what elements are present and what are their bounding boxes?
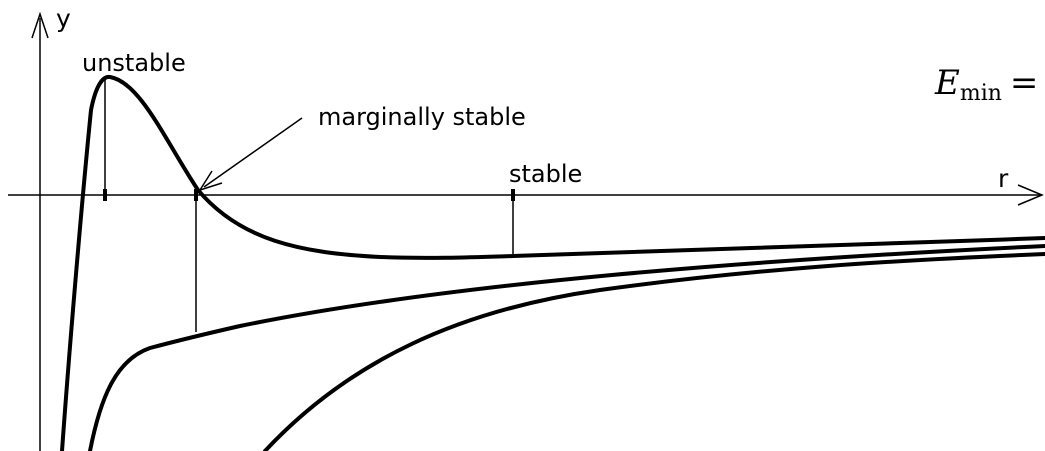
equation-sign: = — [1009, 63, 1039, 103]
x-axis-arrowhead — [1017, 184, 1044, 206]
equation-e-min: Emin = — [935, 66, 1038, 105]
marginal-pointer-arrow — [203, 117, 303, 188]
marginal-pointer-arrowhead — [198, 170, 223, 192]
curve-lower — [263, 252, 1045, 451]
x-axis-label: r — [998, 164, 1009, 193]
equation-symbol: E — [935, 63, 960, 103]
curve-upper — [60, 74, 1045, 451]
equation-subscript: min — [959, 81, 1002, 106]
label-unstable: unstable — [82, 49, 186, 77]
y-axis-arrowhead — [31, 11, 49, 39]
label-stable: stable — [509, 160, 583, 188]
y-axis-label: y — [56, 4, 71, 33]
label-marginally-stable: marginally stable — [318, 103, 526, 131]
curve-middle — [88, 244, 1045, 451]
